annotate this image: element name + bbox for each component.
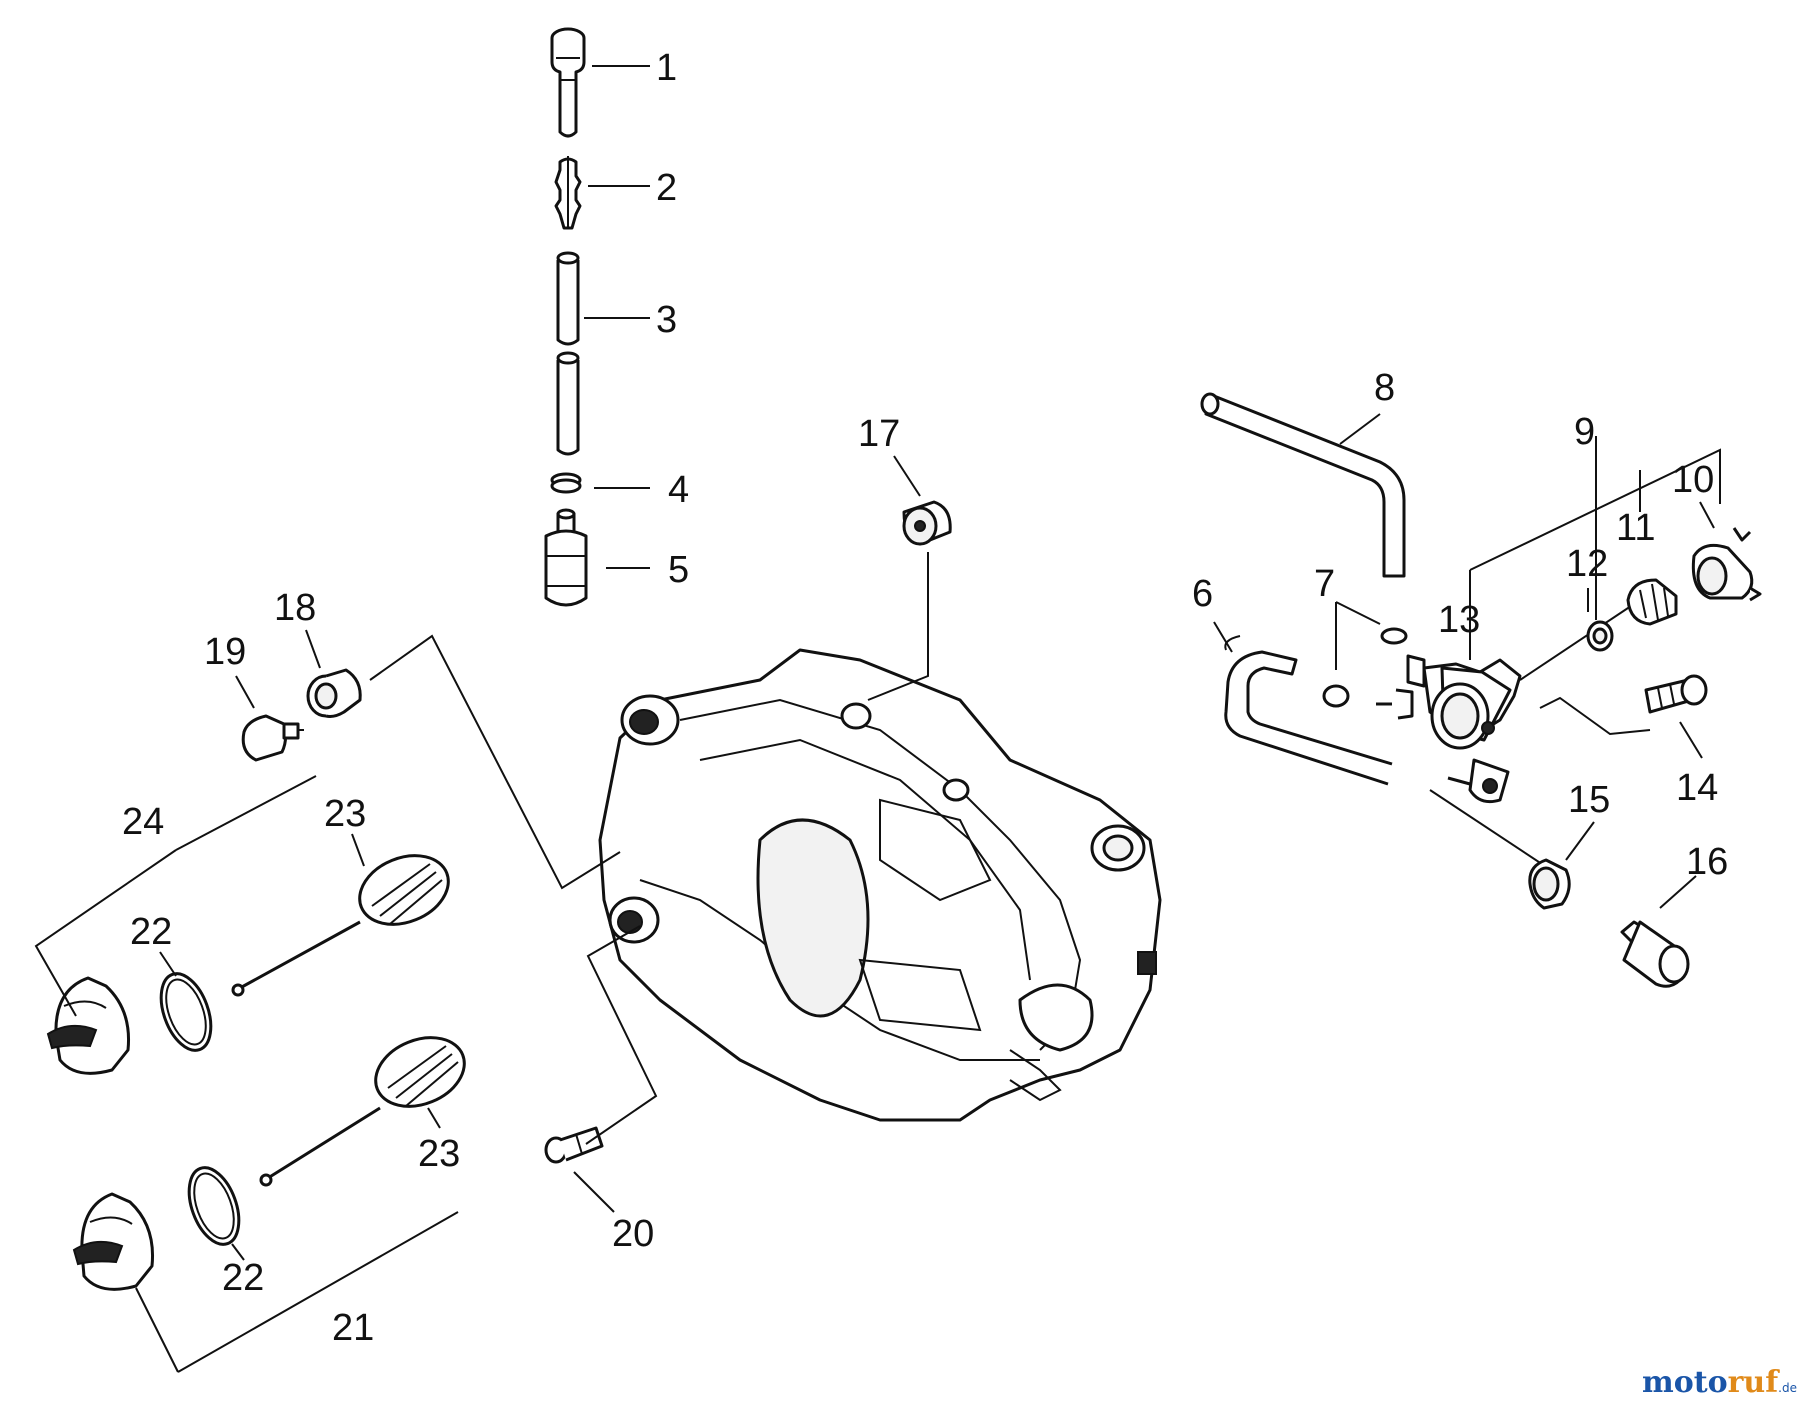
part-5-filter xyxy=(544,508,588,607)
callout-24: 24 xyxy=(122,801,164,843)
part-11-spring xyxy=(1626,578,1678,626)
callout-8: 8 xyxy=(1374,367,1395,409)
callout-9: 9 xyxy=(1574,411,1595,453)
part-8-hose xyxy=(1200,392,1406,578)
callout-17: 17 xyxy=(858,413,900,455)
part-23-dipstick-lower xyxy=(259,1036,466,1187)
part-15-grommet xyxy=(1528,821,1595,910)
part-19-plug xyxy=(235,675,304,762)
callout-6: 6 xyxy=(1192,573,1213,615)
callout-20: 20 xyxy=(612,1213,654,1255)
part-23-dipstick-upper xyxy=(231,833,450,997)
callout-3: 3 xyxy=(656,299,677,341)
callout-16: 16 xyxy=(1686,841,1728,883)
watermark-prefix: moto xyxy=(1642,1365,1728,1400)
part-1-fitting xyxy=(550,27,586,138)
part-22-ring-lower xyxy=(187,1166,245,1261)
part-7-seals xyxy=(1322,601,1408,708)
leaders-1-5 xyxy=(584,65,650,569)
callout-11: 11 xyxy=(1616,507,1655,549)
part-17-grommet xyxy=(867,455,952,701)
part-9-12-seals xyxy=(1586,436,1641,652)
callout-5: 5 xyxy=(668,549,689,591)
part-21-cap-lower xyxy=(72,1192,459,1373)
watermark-suffix: ruf xyxy=(1728,1365,1781,1400)
callout-19: 19 xyxy=(204,631,246,673)
part-13-oil-pump xyxy=(1376,448,1721,877)
callout-22-lower: 22 xyxy=(222,1257,264,1299)
svg-text:motoruf.de: motoruf.de xyxy=(1642,1365,1797,1400)
callout-15: 15 xyxy=(1568,779,1610,821)
crankcase-housing xyxy=(598,648,1162,1122)
callout-13: 13 xyxy=(1438,599,1480,641)
watermark-tld: .de xyxy=(1778,1381,1797,1395)
part-10-worm xyxy=(1691,501,1762,602)
callout-23-upper: 23 xyxy=(324,793,366,835)
callout-21: 21 xyxy=(332,1307,374,1349)
callout-22-upper: 22 xyxy=(130,911,172,953)
part-20-screw xyxy=(544,925,658,1213)
part-24-cap-upper xyxy=(34,775,317,1075)
part-6-hose xyxy=(1213,621,1393,786)
part-22-ring-upper xyxy=(159,951,213,1052)
callout-labels: 1 2 3 4 5 6 7 8 9 10 11 12 13 14 15 16 1… xyxy=(122,47,1728,1349)
part-14-screw xyxy=(1644,674,1708,759)
callout-4: 4 xyxy=(668,469,689,511)
part-2-nipple xyxy=(554,156,582,230)
callout-1: 1 xyxy=(656,47,677,89)
callout-2: 2 xyxy=(656,167,677,209)
part-18-bushing xyxy=(305,629,621,890)
callout-14: 14 xyxy=(1676,767,1718,809)
part-3-hose xyxy=(556,251,580,456)
part-4-ring xyxy=(550,472,582,494)
callout-23-lower: 23 xyxy=(418,1133,460,1175)
callout-18: 18 xyxy=(274,587,316,629)
callout-10: 10 xyxy=(1672,459,1714,501)
watermark-logo: motoruf.de xyxy=(1642,1365,1797,1400)
part-16-filter xyxy=(1620,875,1697,988)
callout-12: 12 xyxy=(1566,543,1608,585)
callout-7: 7 xyxy=(1314,563,1335,605)
